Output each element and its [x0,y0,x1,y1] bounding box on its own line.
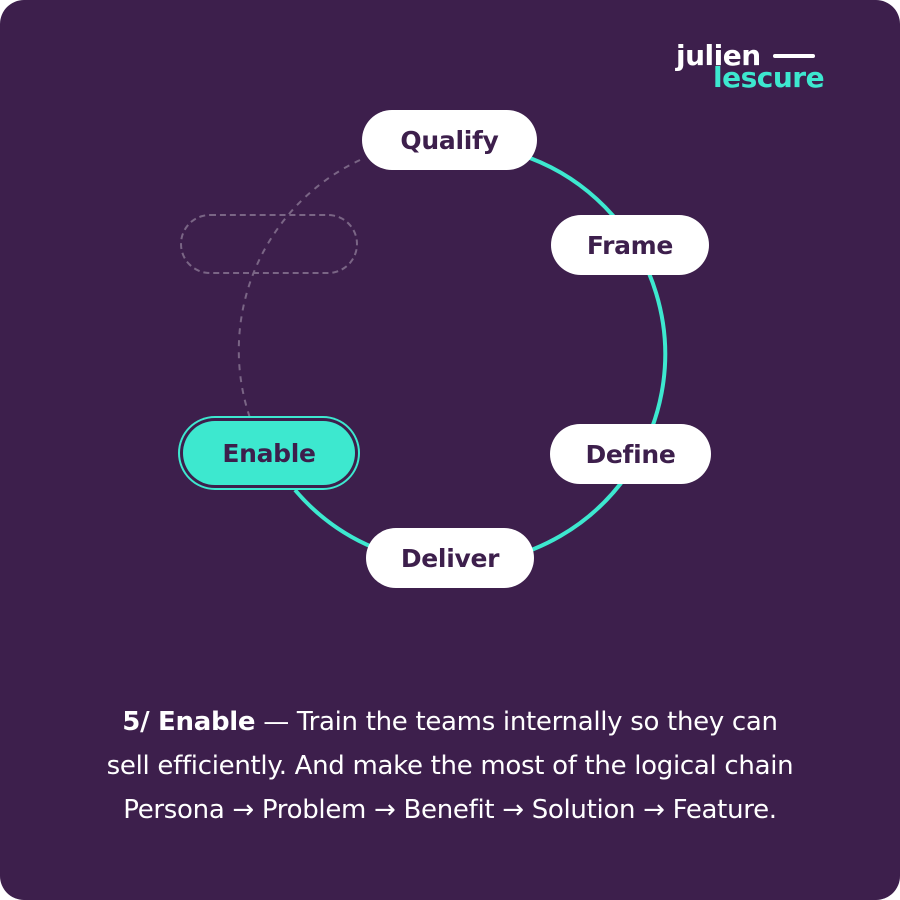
caption-line-2: sell efficiently. And make the most of t… [106,751,794,781]
cycle-arc-dashed [237,159,361,419]
caption-line-1-text: Train the teams internally so they can [288,707,778,737]
step-qualify: Qualify [362,110,537,170]
caption-line-1: 5/ Enable — Train the teams internally s… [40,700,860,744]
logo-dash [772,54,815,58]
empty-step-placeholder [180,214,358,274]
step-enable-active: Enable [183,421,355,485]
caption-dash: — [263,707,289,737]
caption-step-label: 5/ Enable [122,707,256,737]
step-define: Define [550,424,711,484]
logo-first-name: julien [676,39,761,72]
step-deliver: Deliver [366,528,534,588]
step-frame: Frame [551,215,709,275]
step-description: 5/ Enable — Train the teams internally s… [40,700,860,832]
logo-last-name: lescure [713,61,825,94]
caption-line-3: Persona → Problem → Benefit → Solution →… [123,795,777,825]
brand-logo: julien lescure [676,39,825,94]
